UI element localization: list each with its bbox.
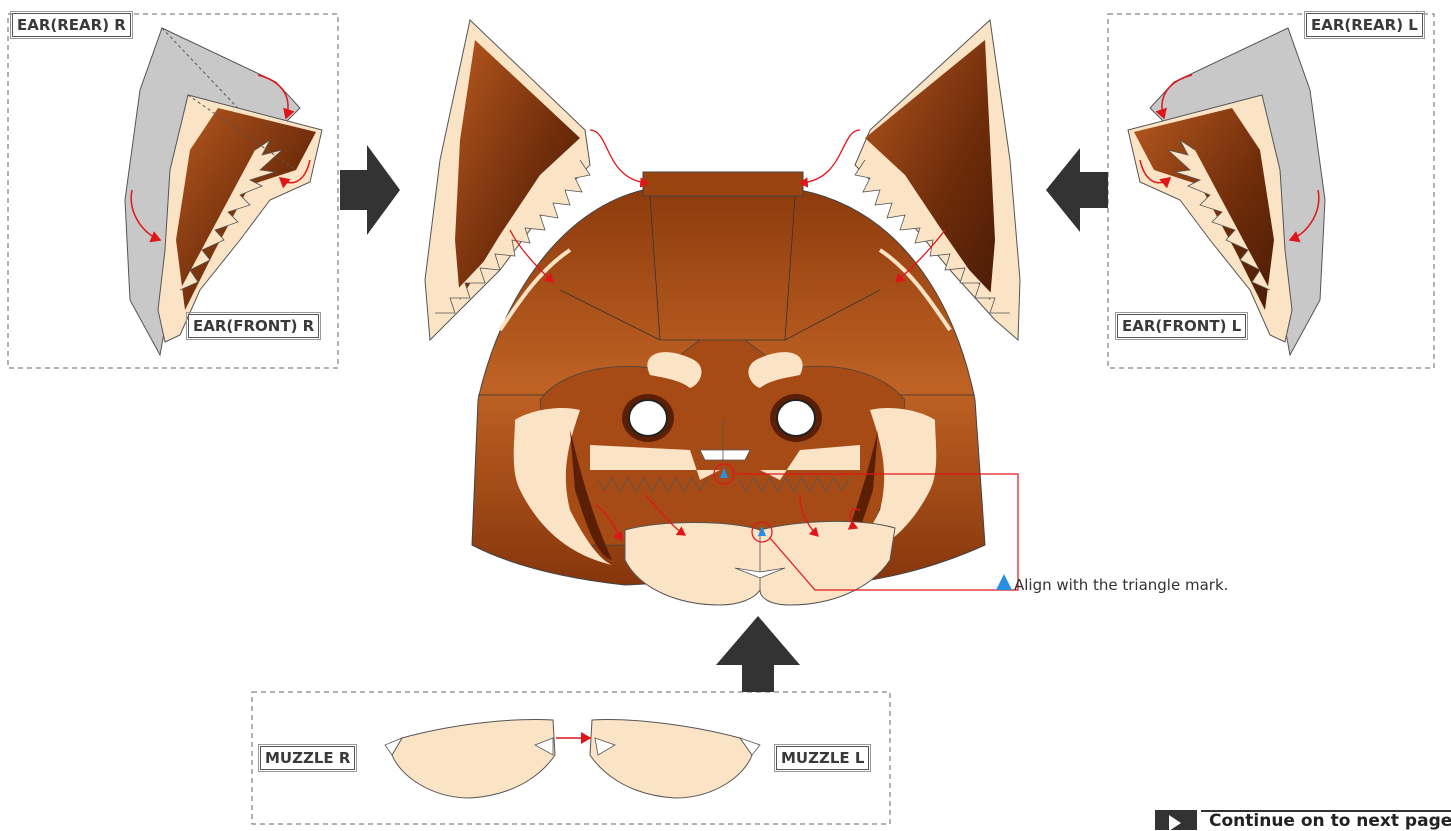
ear-front-l-part	[1128, 95, 1292, 342]
label-muzzle-r: MUZZLE R	[260, 746, 355, 770]
label-muzzle-l: MUZZLE L	[776, 746, 869, 770]
triangle-align-note: Align with the triangle mark.	[1014, 576, 1228, 594]
label-ear-front-l: EAR(FRONT) L	[1117, 314, 1246, 338]
ear-front-r-part	[158, 95, 322, 342]
continue-banner[interactable]: Continue on to next page	[1155, 810, 1451, 830]
continue-text: Continue on to next page	[1209, 811, 1451, 831]
muzzle-l-part	[590, 720, 760, 798]
block-arrow-right	[340, 145, 400, 235]
block-arrow-left	[1046, 148, 1108, 232]
block-arrow-up	[716, 616, 800, 692]
muzzle-r-part	[385, 720, 555, 798]
legend-blue-triangle	[996, 574, 1012, 590]
next-arrow-icon	[1155, 810, 1197, 830]
mask-eye-left	[770, 394, 822, 442]
mask-eye-right	[622, 394, 674, 442]
label-ear-front-r: EAR(FRONT) R	[188, 314, 319, 338]
label-ear-rear-l: EAR(REAR) L	[1306, 13, 1423, 37]
label-ear-rear-r: EAR(REAR) R	[12, 13, 131, 37]
